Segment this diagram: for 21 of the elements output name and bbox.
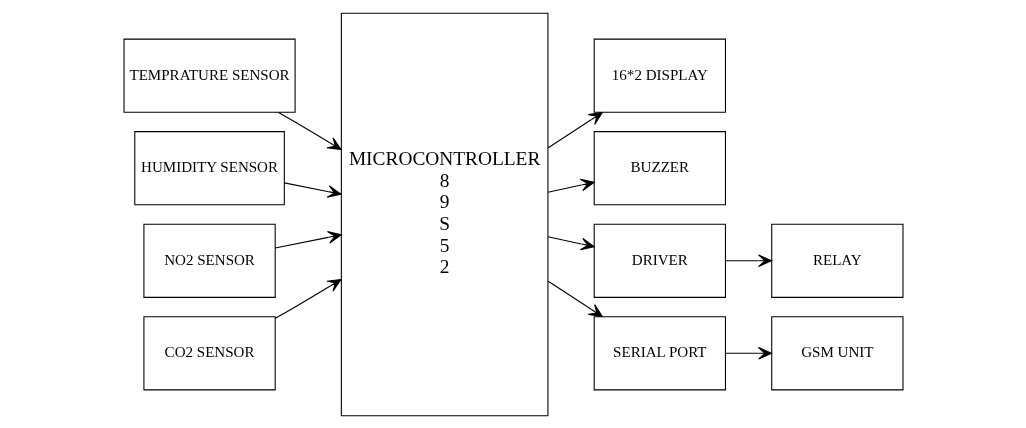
node-box: GSM UNIT xyxy=(770,315,903,390)
node-box: 16*2 DISPLAY xyxy=(593,38,726,113)
arrow xyxy=(274,278,342,319)
arrow xyxy=(283,181,342,198)
node-box: RELAY xyxy=(770,223,903,298)
node-box: HUMIDITY SENSOR xyxy=(133,130,285,205)
node-box: TEMPRATURE SENSOR xyxy=(122,38,296,113)
node-box: SERIAL PORT xyxy=(593,315,726,390)
node-box: BUZZER xyxy=(593,130,726,205)
arrow xyxy=(547,178,595,193)
arrow xyxy=(547,111,603,148)
arrow xyxy=(724,346,772,360)
arrow xyxy=(547,235,595,250)
node-box: NO2 SENSOR xyxy=(142,223,276,298)
arrow xyxy=(724,253,772,267)
node-box: DRIVER xyxy=(593,223,726,298)
arrow xyxy=(274,230,342,248)
arrow xyxy=(547,280,603,317)
node-box: MICROCONTROLLER 8 9 S 5 2 xyxy=(340,12,548,416)
node-box: CO2 SENSOR xyxy=(142,315,276,390)
arrow xyxy=(277,111,342,150)
